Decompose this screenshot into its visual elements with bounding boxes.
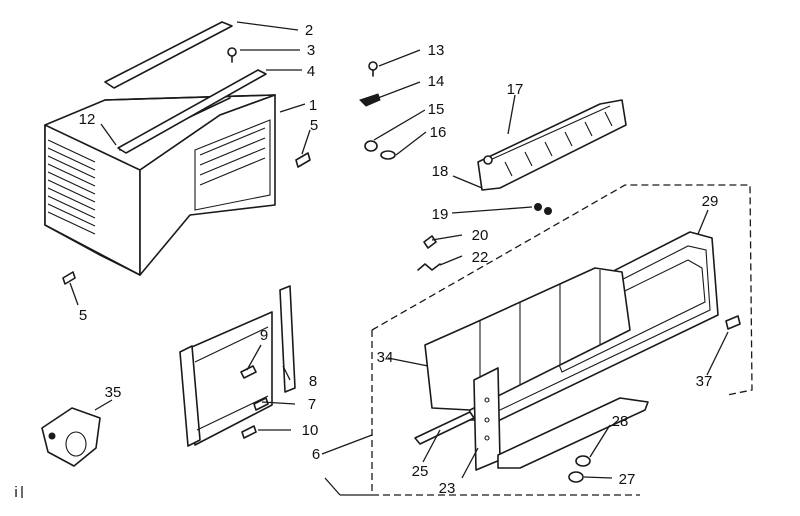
part-label-20: 20: [472, 227, 489, 244]
assembly-outline: [371, 184, 753, 496]
screw-part: [62, 271, 76, 285]
part-label-16: 16: [430, 124, 447, 141]
part-label-7: 7: [308, 396, 316, 413]
part-label-15: 15: [428, 101, 445, 118]
part-label-29: 29: [702, 193, 719, 210]
part-label-6: 6: [312, 446, 320, 463]
part-labels: 2 3 4 1 5 12 5 13 14 15 16 17 18 19 20 2…: [14, 22, 718, 501]
part-label-4: 4: [307, 63, 315, 80]
control-panel-part: [473, 367, 649, 471]
part-label-22: 22: [472, 249, 489, 266]
part-label-17: 17: [507, 81, 524, 98]
label-plate-part: [725, 315, 741, 330]
remote-part: [41, 407, 101, 467]
small-hardware-group: [359, 61, 396, 160]
part-label-3: 3: [307, 42, 315, 59]
fastener-group: [417, 203, 552, 271]
part-label-9: 9: [260, 327, 268, 344]
part-label-18: 18: [432, 163, 449, 180]
part-label-35: 35: [105, 384, 122, 401]
part-label-14: 14: [428, 73, 445, 90]
leader-lines: [21, 21, 729, 498]
screw-part: [240, 365, 269, 439]
cabinet-part: [44, 94, 276, 276]
top-rail-part: [104, 21, 233, 89]
part-label-28: 28: [612, 413, 629, 430]
part-label-25: 25: [412, 463, 429, 480]
louver-assembly-part: [477, 99, 627, 191]
part-label-23: 23: [439, 480, 456, 497]
margin-mark: i: [14, 484, 17, 501]
part-label-19: 19: [432, 206, 449, 223]
part-label-13: 13: [428, 42, 445, 59]
screw-part: [227, 47, 237, 63]
strip-part: [279, 285, 296, 393]
side-rail-part: [117, 69, 267, 154]
part-label-10: 10: [302, 422, 319, 439]
part-label-8: 8: [309, 373, 317, 390]
part-label-37: 37: [696, 373, 713, 390]
filter-part: [424, 267, 631, 411]
screw-part: [295, 152, 311, 168]
side-panel-part: [179, 311, 273, 447]
part-label-5-left: 5: [79, 307, 87, 324]
strip-part: [414, 411, 475, 445]
part-label-27: 27: [619, 471, 636, 488]
part-label-5-right: 5: [310, 117, 318, 134]
part-label-2: 2: [305, 22, 313, 39]
part-label-34: 34: [377, 349, 394, 366]
knob-part: [568, 455, 591, 483]
part-label-12: 12: [79, 111, 96, 128]
part-label-1: 1: [309, 97, 317, 114]
